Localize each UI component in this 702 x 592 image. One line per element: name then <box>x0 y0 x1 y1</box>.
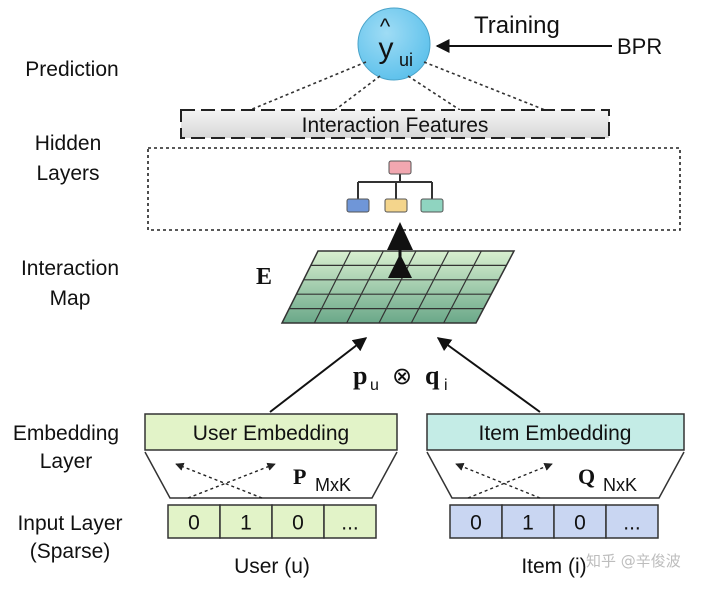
product-p-sub: u <box>370 377 379 394</box>
item-input-vector: 0 1 0... <box>449 504 659 539</box>
user-input-cell <box>323 504 377 539</box>
user-caption: User (u) <box>234 555 310 578</box>
item-embedding-label: Item Embedding <box>479 422 632 445</box>
user-input-vector: 0 1 0... <box>167 504 377 539</box>
user-input-cell-value: 0 <box>292 512 304 535</box>
user-embedding-box <box>144 413 398 451</box>
prediction-node: ^ y ui <box>357 7 431 81</box>
interaction-map-grid <box>280 250 516 324</box>
label-embedding-1: Embedding <box>13 422 119 445</box>
prediction-symbol: y <box>379 32 394 65</box>
prediction-hat: ^ <box>380 14 391 39</box>
hierarchy-node-right-icon <box>420 198 444 213</box>
training-label: Training <box>474 12 560 39</box>
item-to-map-arrow <box>436 337 541 413</box>
hierarchy-node-middle-icon <box>384 198 408 213</box>
user-input-cell-value: 0 <box>188 512 200 535</box>
user-input-cell-value: ... <box>341 512 359 535</box>
grid-line-vertical <box>443 250 482 324</box>
user-embedding-label: User Embedding <box>193 422 349 445</box>
item-input-cell <box>501 504 555 539</box>
grid-line-vertical <box>378 250 417 324</box>
user-embedding-block: User Embedding P MxK <box>144 413 398 499</box>
hierarchy-node-left-icon <box>346 198 370 213</box>
user-matrix-symbol: P <box>293 464 306 489</box>
product-q: q <box>425 361 440 390</box>
outer-product-label: p u ⊗ q i <box>353 361 448 394</box>
item-input-cell-value: 0 <box>574 512 586 535</box>
label-input-2: (Sparse) <box>30 540 111 563</box>
hierarchy-node-top-icon <box>388 160 412 175</box>
watermark: 知乎 @辛俊波 <box>586 552 681 570</box>
grid-line-vertical <box>313 250 352 324</box>
label-hidden-2: Layers <box>36 162 99 185</box>
item-matrix-dim: NxK <box>603 475 637 495</box>
item-embedding-box <box>426 413 685 451</box>
product-op: ⊗ <box>392 363 412 390</box>
item-input-cell <box>605 504 659 539</box>
label-interaction-map-2: Map <box>50 287 91 310</box>
label-interaction-map-1: Interaction <box>21 257 119 280</box>
product-q-sub: i <box>444 377 448 394</box>
map-to-hidden-arrow <box>387 222 413 278</box>
grid-line-vertical <box>346 250 384 324</box>
product-p: p <box>353 361 367 390</box>
hidden-layers-box <box>147 147 681 231</box>
label-hidden-1: Hidden <box>35 132 102 155</box>
item-input-cell-value: ... <box>623 512 641 535</box>
item-lookup-dashes <box>455 462 553 499</box>
user-lookup-dashes <box>175 462 276 499</box>
item-matrix-symbol: Q <box>578 464 595 489</box>
user-input-cell <box>219 504 273 539</box>
item-embedding-block: Item Embedding Q NxK <box>426 413 685 499</box>
interaction-features-box: Interaction Features <box>180 109 610 139</box>
user-to-map-arrow <box>269 337 368 413</box>
item-embedding-funnel <box>426 451 685 499</box>
user-matrix-dim: MxK <box>315 475 351 495</box>
prediction-connectors <box>249 61 546 111</box>
user-embedding-funnel <box>144 451 398 499</box>
label-prediction: Prediction <box>25 58 118 81</box>
item-caption: Item (i) <box>521 555 586 578</box>
prediction-subscript: ui <box>399 50 413 70</box>
item-input-cell-value: 1 <box>522 512 534 535</box>
bpr-label: BPR <box>617 34 662 59</box>
label-input-1: Input Layer <box>17 512 122 535</box>
label-embedding-2: Layer <box>40 450 93 473</box>
grid-line-vertical <box>410 250 450 324</box>
user-input-cell-value: 1 <box>240 512 252 535</box>
matrix-e-label: E <box>256 264 272 290</box>
interaction-features-label: Interaction Features <box>302 114 489 137</box>
item-input-cell-value: 0 <box>470 512 482 535</box>
hierarchy-icon <box>346 160 444 213</box>
